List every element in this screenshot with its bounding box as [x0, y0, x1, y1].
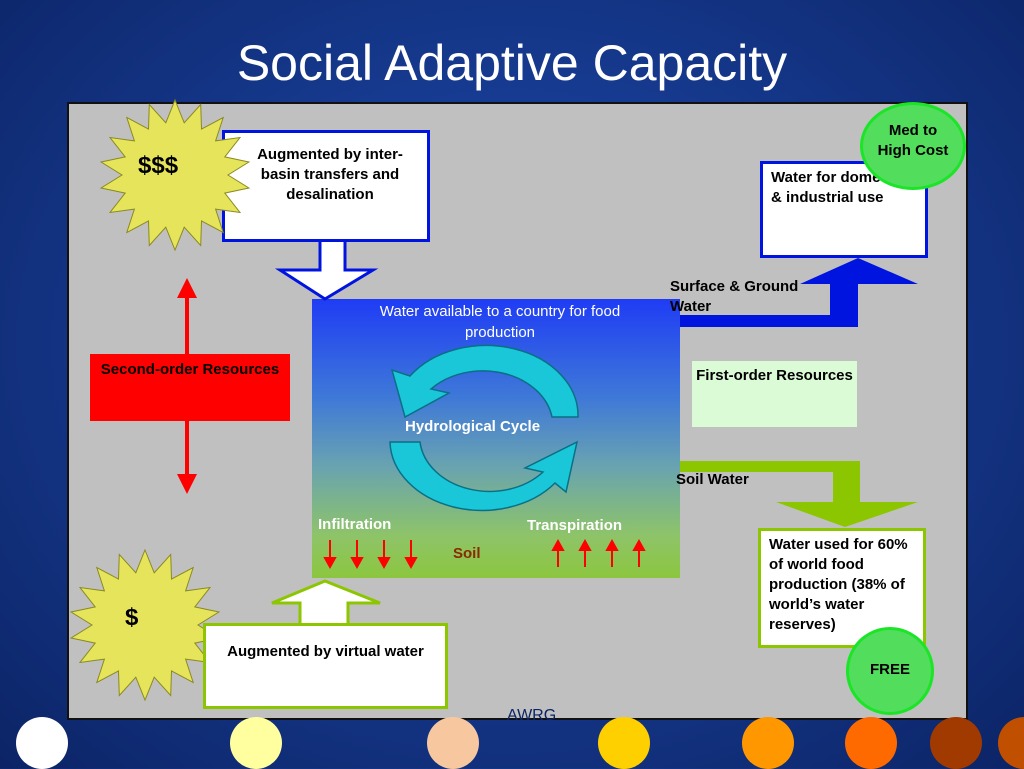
virtual-water-text: Augmented by virtual water	[227, 643, 424, 660]
footer-dot	[930, 717, 982, 769]
footer-dot	[16, 717, 68, 769]
second-order-arrow-down	[177, 474, 197, 494]
page-title: Social Adaptive Capacity	[236, 35, 788, 91]
med-high-cost-text: Med to High Cost	[877, 122, 949, 159]
soil-label: Soil	[453, 545, 481, 562]
virtual-water-box: Augmented by virtual water	[203, 623, 448, 709]
virtual-water-up-arrow	[271, 579, 381, 627]
center-heading: Water available to a country for food pr…	[379, 303, 621, 341]
footer-text: AWRG	[507, 707, 557, 724]
transpiration-label: Transpiration	[527, 517, 623, 534]
surface-ground-water-label: Surface & Ground Water	[670, 278, 799, 315]
second-order-resources-box: Second-order Resources	[90, 354, 290, 421]
augmented-desalination-text: Augmented by inter-basin transfers and d…	[257, 146, 403, 203]
cycle-arrow-top	[390, 344, 579, 419]
cycle-arrow-bottom	[389, 440, 579, 512]
transpiration-arrows	[551, 538, 646, 567]
infiltration-arrows	[323, 540, 418, 570]
footer-dot	[742, 717, 794, 769]
augmented-desalination-box: Augmented by inter-basin transfers and d…	[222, 130, 430, 242]
infiltration-label: Infiltration	[318, 516, 392, 533]
footer-dot	[230, 717, 282, 769]
footer-dot	[427, 717, 479, 769]
footer-dot	[598, 717, 650, 769]
desal-down-arrow	[274, 238, 379, 301]
high-cost-label: $$$	[138, 152, 179, 179]
surface-ground-arrow	[680, 258, 918, 327]
free-badge: FREE	[846, 627, 934, 715]
med-high-cost-badge: Med to High Cost	[860, 102, 966, 190]
soil-water-arrow	[680, 461, 918, 527]
first-order-resources-box: First-order Resources	[692, 361, 857, 427]
low-cost-label: $	[125, 604, 139, 631]
food-production-text: Water used for 60% of world food product…	[769, 536, 908, 633]
food-production-box: Water used for 60% of world food product…	[758, 528, 926, 648]
second-order-arrow-up	[177, 278, 197, 298]
hydrological-cycle-label: Hydrological Cycle	[405, 418, 541, 435]
footer-dot	[845, 717, 897, 769]
second-order-resources-text: Second-order Resources	[100, 361, 280, 378]
free-text: FREE	[869, 661, 910, 678]
first-order-resources-text: First-order Resources	[696, 367, 853, 384]
soil-water-label: Soil Water	[676, 471, 749, 488]
